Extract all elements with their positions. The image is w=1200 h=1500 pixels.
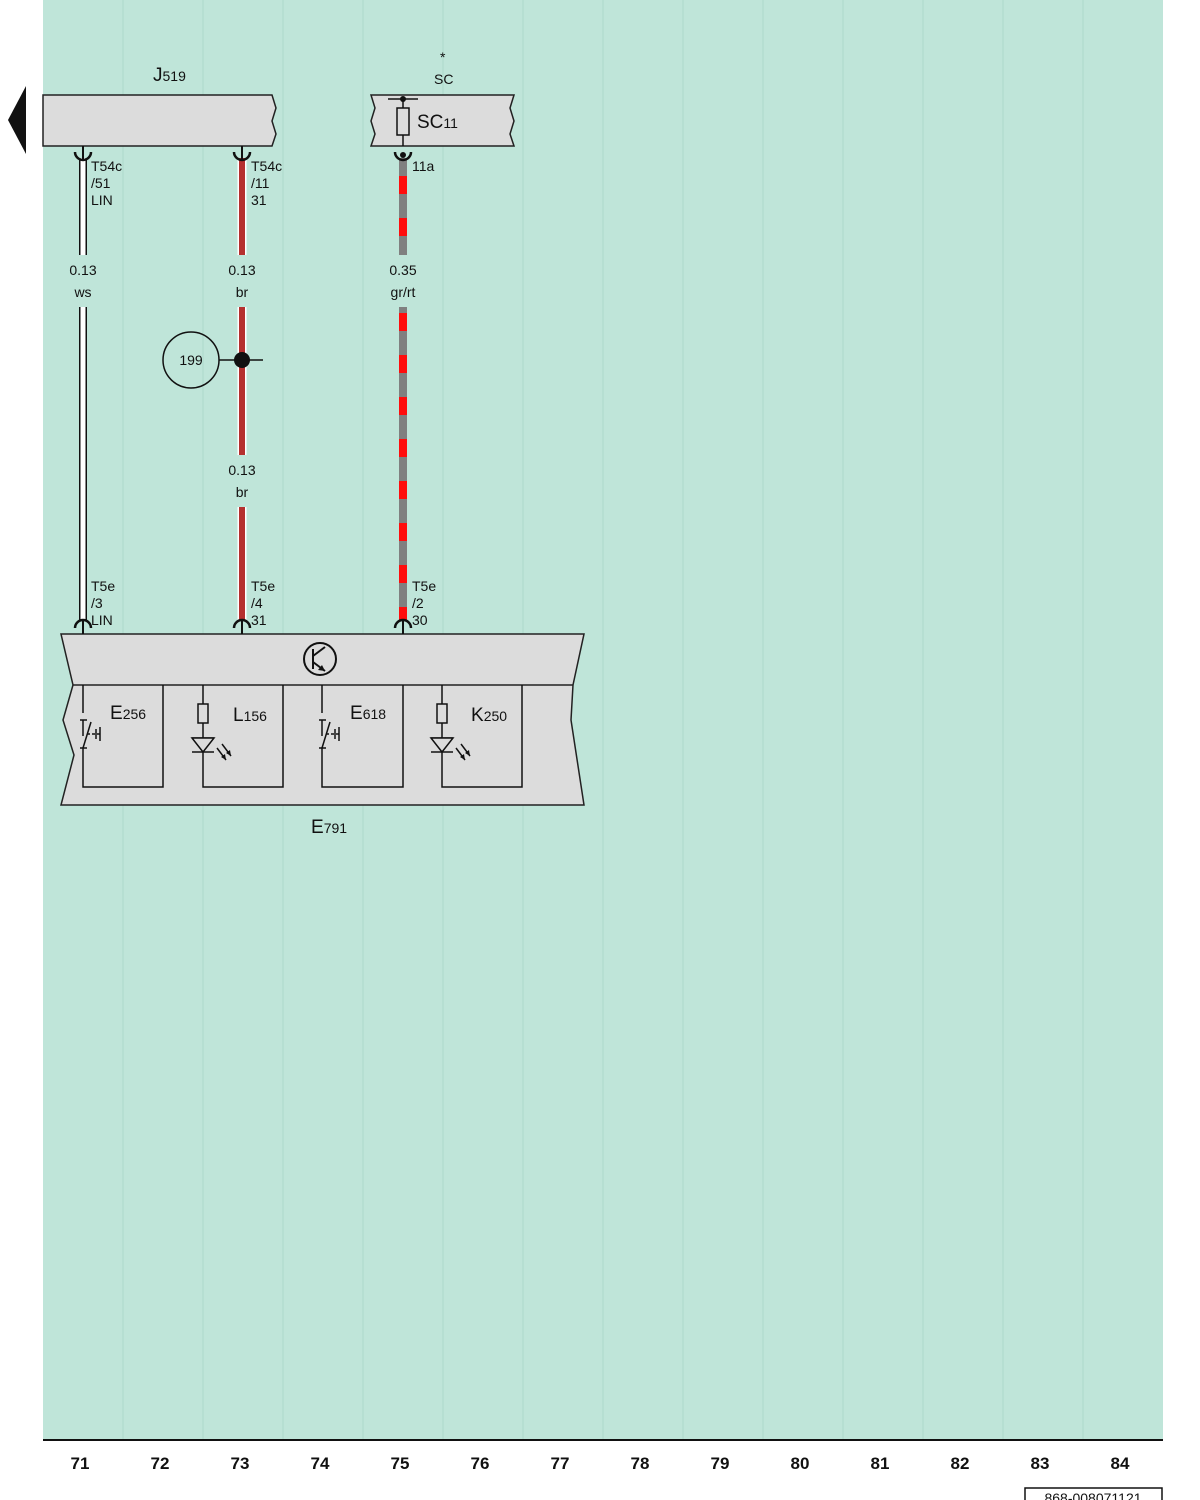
connector-t54c-51-icon <box>73 146 93 162</box>
doc-id-box <box>1024 1487 1163 1500</box>
column-number: 80 <box>791 1454 810 1473</box>
connector-t54c-11-icon <box>232 146 252 162</box>
t54c-11-label: T54c /11 31 <box>251 158 286 208</box>
wire-supply-color: gr/rt <box>391 284 416 300</box>
pushbutton-switch-icon <box>80 713 101 749</box>
led-icon <box>190 737 232 761</box>
wire-ground-size-2: 0.13 <box>228 462 255 478</box>
sc-label: SC <box>434 71 453 87</box>
resistor-icon <box>436 703 448 724</box>
ground-junction-199[interactable]: 199 <box>162 331 263 389</box>
led-icon <box>429 737 471 761</box>
column-number: 76 <box>471 1454 490 1473</box>
connector-11a-icon <box>393 151 413 162</box>
resistor-icon <box>197 703 209 724</box>
l156-label: L156 <box>233 705 267 726</box>
fuse-sc11-icon <box>388 96 418 146</box>
previous-page-arrow-icon[interactable] <box>8 86 26 154</box>
transistor-icon <box>303 642 337 676</box>
pushbutton-switch-icon <box>319 713 340 749</box>
wire-supply-size: 0.35 <box>389 262 416 278</box>
column-number: 75 <box>391 1454 410 1473</box>
j519-control-unit-box <box>42 94 277 147</box>
k250-lamp-unit <box>429 685 523 788</box>
j519-label: J519 <box>153 65 186 86</box>
t5e-4-label: T5e /4 31 <box>251 578 279 628</box>
connector-11a-label: 11a <box>412 158 435 174</box>
wire-ground-color-2: br <box>236 484 249 500</box>
e618-label: E618 <box>350 703 386 724</box>
column-number: 74 <box>311 1454 330 1473</box>
column-number: 82 <box>951 1454 970 1473</box>
column-number: 84 <box>1111 1454 1130 1473</box>
sc-asterisk: * <box>440 49 446 65</box>
wire-ground-size: 0.13 <box>228 262 255 278</box>
e791-label: E791 <box>311 817 347 838</box>
column-number: 83 <box>1031 1454 1050 1473</box>
connector-t5e-2-icon <box>393 618 413 634</box>
wire-lin-size: 0.13 <box>69 262 96 278</box>
doc-id: 868-008071121 <box>1044 1490 1141 1500</box>
column-number: 79 <box>711 1454 730 1473</box>
sc11-label: SC11 <box>417 112 458 133</box>
l156-lamp-unit <box>190 685 284 788</box>
column-number: 81 <box>871 1454 890 1473</box>
junction-199-label: 199 <box>179 352 203 368</box>
connector-t5e-4-icon <box>232 618 252 634</box>
e256-label: E256 <box>110 703 146 724</box>
connector-t5e-3-icon <box>73 618 93 634</box>
e618-switch-unit <box>319 685 404 788</box>
wire-ground-color: br <box>236 284 249 300</box>
t54c-51-label: T54c /51 LIN <box>91 158 126 208</box>
t5e-3-label: T5e /3 LIN <box>91 578 119 628</box>
column-number: 73 <box>231 1454 250 1473</box>
column-number: 78 <box>631 1454 650 1473</box>
column-numbers: 71 72 73 74 75 76 77 78 79 80 81 82 83 84 <box>71 1454 1130 1473</box>
k250-label: K250 <box>471 705 507 726</box>
e256-switch-unit <box>80 685 164 788</box>
wire-lin-color: ws <box>73 284 91 300</box>
column-number: 72 <box>151 1454 170 1473</box>
column-number: 71 <box>71 1454 90 1473</box>
column-number: 77 <box>551 1454 570 1473</box>
t5e-2-label: T5e /2 30 <box>412 578 440 628</box>
